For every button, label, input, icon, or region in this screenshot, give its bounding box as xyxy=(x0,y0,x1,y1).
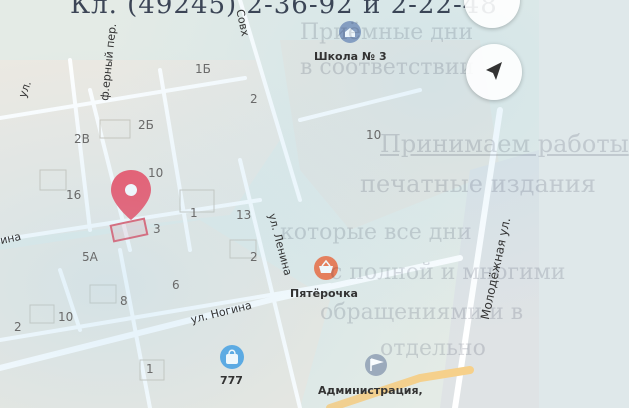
road xyxy=(238,158,302,408)
poi-label-pyaterochka[interactable]: Пятёрочка xyxy=(290,287,358,300)
house-number: 13 xyxy=(236,208,252,222)
school-icon[interactable] xyxy=(339,21,361,43)
house-number: 1Б xyxy=(195,62,211,76)
navigation-arrow-icon xyxy=(486,62,502,80)
house-number: 2 xyxy=(250,250,258,264)
house-number: 1 xyxy=(190,206,198,220)
building-outline xyxy=(179,189,215,213)
building-outline xyxy=(139,359,165,381)
shopping-basket-icon[interactable] xyxy=(314,256,338,280)
road xyxy=(158,68,192,252)
road xyxy=(0,283,332,342)
house-number: 2 xyxy=(14,320,22,334)
building-outline xyxy=(99,119,131,139)
road xyxy=(68,58,92,232)
building-outline xyxy=(229,239,257,259)
city-block xyxy=(280,40,500,230)
poi-label-admin[interactable]: Администрация, xyxy=(318,384,423,397)
poi-label-school[interactable]: Школа № 3 xyxy=(314,50,387,63)
house-number: 16 xyxy=(66,188,82,202)
house-number: 6 xyxy=(172,278,180,292)
house-number: 3 xyxy=(153,222,161,236)
flag-icon[interactable] xyxy=(365,354,387,376)
house-number: 10 xyxy=(366,128,382,142)
house-number: 2В xyxy=(74,132,90,146)
house-number: 2 xyxy=(250,92,258,106)
house-number: 5А xyxy=(82,250,98,264)
house-number: 8 xyxy=(120,294,128,308)
shopping-bag-icon[interactable] xyxy=(220,345,244,369)
road xyxy=(0,76,247,120)
building-outline xyxy=(39,169,67,191)
road xyxy=(238,0,302,202)
document-caption: Кл. (49245) 2-36-92 и 2-22-48 xyxy=(70,0,498,20)
selected-building[interactable] xyxy=(109,217,149,243)
house-number: 1 xyxy=(146,362,154,376)
road xyxy=(58,268,82,332)
poi-label-777[interactable]: 777 xyxy=(220,374,243,387)
locate-me-button[interactable] xyxy=(466,44,522,100)
house-number: 10 xyxy=(58,310,74,324)
map-pin-icon[interactable] xyxy=(111,170,151,220)
house-number: 2Б xyxy=(138,118,154,132)
house-number: 10 xyxy=(148,166,164,180)
road xyxy=(0,198,262,242)
road-molodezhnaya xyxy=(452,107,503,408)
road-nogina xyxy=(0,255,463,371)
road xyxy=(118,248,152,408)
map-canvas[interactable] xyxy=(0,0,539,408)
road xyxy=(298,88,422,122)
main-road xyxy=(326,366,474,408)
building-outline xyxy=(89,284,117,304)
building-outline xyxy=(29,304,55,324)
